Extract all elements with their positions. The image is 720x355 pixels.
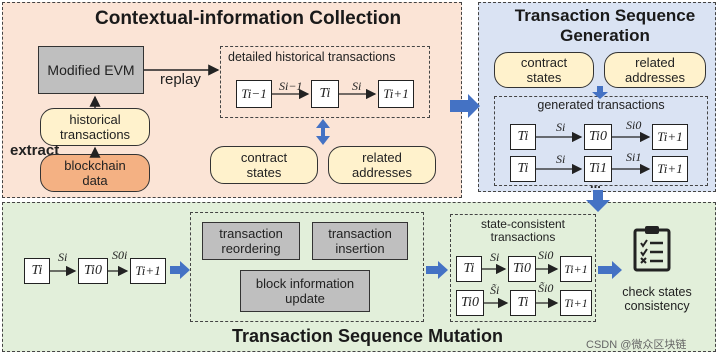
blockchain-data-pill: blockchain data bbox=[40, 154, 150, 192]
state-consistent-title-text: state-consistent transactions bbox=[480, 217, 566, 244]
blue-arrow-consistent-to-check bbox=[598, 261, 622, 279]
state-label: Si−1 bbox=[279, 79, 303, 93]
tx-label: Ti0 bbox=[84, 263, 102, 278]
tx-label: Ti−1 bbox=[241, 86, 267, 101]
tx-label: Ti bbox=[319, 86, 331, 101]
state-label: S0i bbox=[112, 248, 128, 262]
blue-arrow-pills-to-generated bbox=[592, 86, 608, 99]
cons-tx-box: Ti bbox=[456, 256, 482, 282]
cons-tx-box: Ti bbox=[510, 290, 536, 316]
transaction-insertion-box: transaction insertion bbox=[312, 222, 408, 260]
gen-tx-box: Ti+1 bbox=[652, 124, 688, 150]
clipboard-checklist-icon bbox=[633, 226, 671, 272]
historical-transactions-pill: historical transactions bbox=[40, 108, 150, 146]
mutation-title: Transaction Sequence Mutation bbox=[232, 326, 504, 346]
tx-label: Ti bbox=[517, 295, 529, 310]
tx-label: Ti0 bbox=[461, 295, 479, 310]
state-label: Si0 bbox=[626, 118, 642, 132]
more-dots: ... bbox=[590, 176, 601, 191]
tx-label: Ti1 bbox=[589, 161, 607, 176]
watermark: CSDN @微众区块链 bbox=[586, 339, 687, 351]
double-arrow-head-up bbox=[316, 119, 330, 128]
tx-label: Ti+1 bbox=[657, 161, 683, 176]
tx-label: Ti bbox=[517, 161, 529, 176]
modified-evm-box: Modified EVM bbox=[38, 46, 144, 94]
gen-tx-box: Ti0 bbox=[584, 124, 612, 150]
state-label: Si bbox=[490, 250, 500, 264]
check-states-text: check states consistency bbox=[622, 285, 692, 313]
tx-label: Ti bbox=[463, 261, 475, 276]
tx-box-prev: Ti−1 bbox=[236, 80, 272, 108]
blue-arrow-generation-to-mutation bbox=[586, 190, 610, 212]
tx-label: Ti0 bbox=[513, 261, 531, 276]
gen-related-addresses-pill: related addresses bbox=[604, 52, 706, 88]
blue-arrow-chain-to-operators bbox=[170, 261, 190, 279]
collection-title: Contextual-information Collection bbox=[95, 8, 402, 29]
state-label: Si1 bbox=[626, 150, 642, 164]
state-label: Si bbox=[556, 152, 566, 166]
tx-label: Ti+1 bbox=[657, 129, 683, 144]
cons-tx-box: Ti0 bbox=[456, 290, 484, 316]
replay-label: replay bbox=[160, 71, 201, 88]
tx-label: Ti0 bbox=[589, 129, 607, 144]
gen-tx-box: Ti1 bbox=[584, 156, 612, 182]
contract-states-pill: contract states bbox=[210, 146, 318, 184]
gen-tx-box: Ti bbox=[510, 156, 536, 182]
state-label: Si bbox=[58, 250, 68, 264]
state-label: S̃i0 bbox=[538, 281, 554, 295]
gen-contract-states-pill: contract states bbox=[494, 52, 594, 88]
generation-title-line1: Transaction Sequence Generation bbox=[500, 6, 710, 46]
tx-box-current: Ti bbox=[311, 80, 339, 108]
tx-label: Ti bbox=[31, 263, 43, 278]
tx-label: Ti+1 bbox=[383, 86, 409, 101]
cons-tx-box: Ti+1 bbox=[560, 256, 592, 282]
cons-tx-box: Ti+1 bbox=[560, 290, 592, 316]
tx-box-next: Ti+1 bbox=[378, 80, 414, 108]
block-information-update-box: block information update bbox=[240, 270, 370, 312]
tx-label: Ti+1 bbox=[564, 261, 588, 276]
transaction-reordering-box: transaction reordering bbox=[202, 222, 300, 260]
gen-tx-box: Ti+1 bbox=[652, 156, 688, 182]
state-consistent-title: state-consistent transactions bbox=[450, 218, 596, 244]
tx-label: Ti+1 bbox=[564, 295, 588, 310]
gen-tx-box: Ti bbox=[510, 124, 536, 150]
state-consistent-group bbox=[450, 214, 596, 322]
mut-tx-box: Ti0 bbox=[78, 258, 108, 284]
double-arrow-head-down bbox=[316, 136, 330, 145]
mut-tx-box: Ti bbox=[24, 258, 50, 284]
state-label: Si0 bbox=[538, 248, 554, 262]
blue-arrow-operators-to-consistent bbox=[426, 261, 448, 279]
cons-tx-box: Ti0 bbox=[508, 256, 536, 282]
state-label: Si bbox=[556, 120, 566, 134]
related-addresses-pill: related addresses bbox=[328, 146, 436, 184]
generated-transactions-title: generated transactions bbox=[537, 98, 665, 112]
tx-label: Ti+1 bbox=[135, 263, 161, 278]
check-states-consistency-label: check states consistency bbox=[612, 285, 702, 313]
state-label: S̃i bbox=[490, 283, 500, 297]
generation-title: Transaction Sequence Generation bbox=[514, 6, 696, 45]
detailed-historical-title: detailed historical transactions bbox=[228, 50, 396, 64]
mut-tx-box: Ti+1 bbox=[130, 258, 166, 284]
mutation-operators-group bbox=[190, 212, 424, 322]
state-label: Si bbox=[352, 79, 362, 93]
tx-label: Ti bbox=[517, 129, 529, 144]
blue-arrow-collection-to-generation bbox=[450, 94, 480, 118]
